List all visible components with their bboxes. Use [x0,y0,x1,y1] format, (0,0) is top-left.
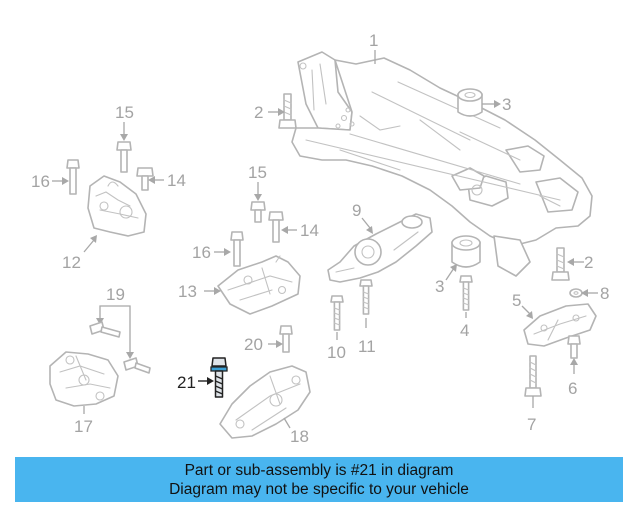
bolt-part-21-highlighted[interactable] [210,357,228,398]
info-banner: Part or sub-assembly is #21 in diagram D… [15,457,623,502]
callout-17: 17 [74,417,93,436]
callout-13: 13 [178,282,197,301]
torque-rod-part-9 [327,213,433,283]
callout-6: 6 [568,379,577,398]
callout-1: 1 [369,31,378,50]
engine-mount-part-12 [87,175,147,237]
bracket-part-5 [523,303,597,347]
bolt-part-16-mid [230,231,244,267]
bolt-part-19-b [123,357,151,374]
callout-12: 12 [62,253,81,272]
washer-part-8 [569,288,583,298]
bolt-part-7 [524,355,542,397]
bolt-part-14-left [136,167,154,191]
bolt-part-19-a [89,321,121,338]
bolt-part-14-mid [268,211,284,243]
callout-2-upper: 2 [254,103,263,122]
callout-15-mid: 15 [248,163,267,182]
callout-2-lower: 2 [584,253,593,272]
bolt-part-6 [567,335,581,359]
callout-10: 10 [327,343,346,362]
callout-11: 11 [358,337,376,356]
bolt-part-2-lower [551,247,570,281]
parts-diagram: 1 2 3 15 16 14 12 [31,31,609,446]
callout-21: 21 [177,373,196,392]
callout-4: 4 [460,321,469,340]
bolt-part-15-mid [250,201,266,223]
banner-line-2: Diagram may not be specific to your vehi… [169,481,469,498]
bolt-part-10 [330,295,344,331]
bolt-part-11 [359,279,373,315]
banner-line-1: Part or sub-assembly is #21 in diagram [184,462,454,479]
callout-16-left: 16 [31,172,50,191]
callout-18: 18 [290,427,309,446]
bolt-part-15-left [116,141,132,173]
bolt-part-4 [459,275,473,311]
callout-15-left: 15 [115,103,134,122]
callout-7: 7 [527,415,536,434]
callout-5: 5 [512,291,521,310]
callout-8: 8 [600,284,609,303]
bracket-part-13 [217,255,301,315]
callout-20: 20 [244,335,263,354]
mount-part-17 [49,351,119,407]
callout-16-mid: 16 [192,243,211,262]
bolt-part-2-upper [278,93,297,129]
subframe-part [291,51,593,277]
bushing-part-3-upper [457,88,483,117]
bolt-part-16-left [66,159,80,195]
callout-19: 19 [106,285,125,304]
callout-9: 9 [352,201,361,220]
callout-3-upper: 3 [502,95,511,114]
callout-14-mid: 14 [300,221,319,240]
callout-14-left: 14 [167,171,186,190]
bushing-part-3-lower [451,235,481,268]
bolt-part-20 [279,325,293,353]
callout-3-lower: 3 [435,277,444,296]
bracket-part-18 [219,365,311,439]
